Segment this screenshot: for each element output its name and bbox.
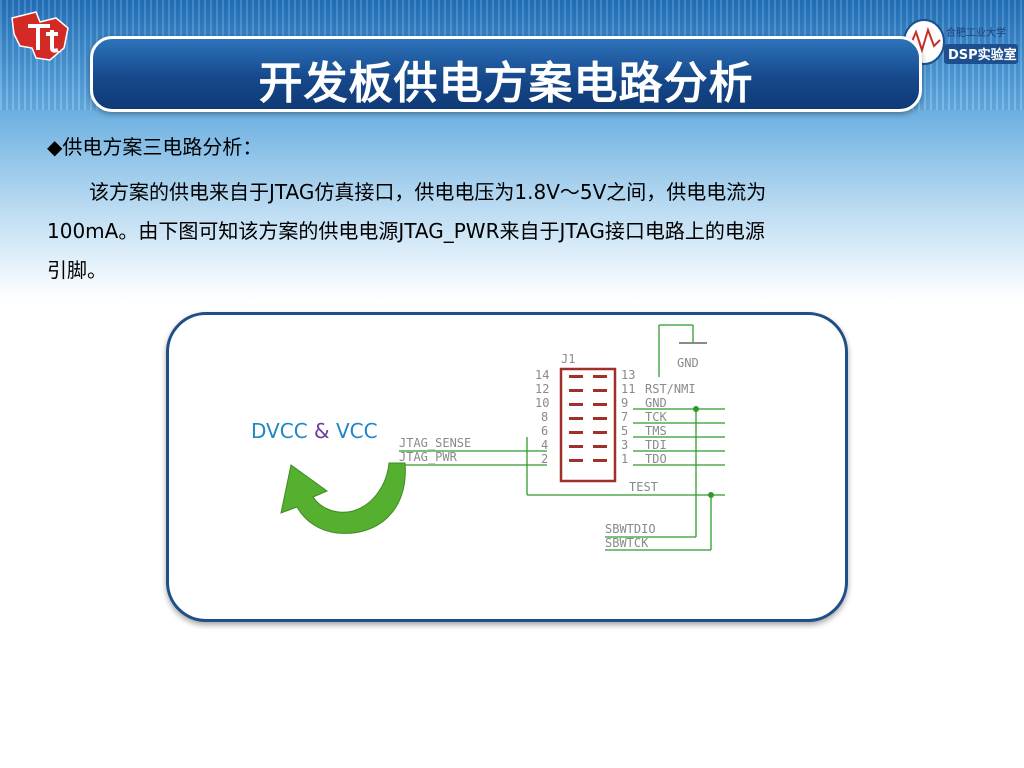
schematic-frame: J1 GND TEST SBWTDIO SBWTCK JTAG_SENSE JT…: [166, 312, 848, 622]
right-pin-num: 9: [621, 396, 628, 410]
right-signal: GND: [645, 396, 667, 410]
pin-mark: [569, 403, 583, 406]
paragraph: 该方案的供电来自于JTAG仿真接口，供电电压为1.8V～5V之间，供电电流为 1…: [47, 173, 947, 290]
right-signal: RST/NMI: [645, 382, 696, 396]
callout-amp: &: [314, 419, 330, 443]
sbw-label-1: SBWTDIO: [605, 522, 656, 536]
pin-mark: [593, 459, 607, 462]
right-signal: TMS: [645, 424, 667, 438]
jtag-schematic: J1 GND TEST SBWTDIO SBWTCK JTAG_SENSE JT…: [280, 324, 725, 551]
right-signal: TDO: [645, 452, 667, 466]
junction-dot: [693, 406, 699, 412]
title-bar: 开发板供电方案电路分析: [90, 36, 922, 112]
left-pin-num: 4: [541, 438, 548, 452]
left-pin-num: 2: [541, 452, 548, 466]
curved-arrow-icon: [280, 462, 406, 534]
right-signal: TCK: [645, 410, 667, 424]
logo-right-top-text: 合肥工业大学: [946, 26, 1006, 39]
paragraph-line-3: 引脚。: [47, 258, 107, 282]
pin-marks: [569, 375, 607, 462]
page-title: 开发板供电方案电路分析: [258, 58, 754, 109]
gnd-top-label: GND: [677, 356, 699, 370]
sbw-label-2: SBWTCK: [605, 536, 649, 550]
left-pin-num: 12: [535, 382, 549, 396]
left-pin-num: 6: [541, 424, 548, 438]
test-label: TEST: [629, 480, 658, 494]
dsp-lab-logo: 合肥工业大学 DSP实验室: [903, 19, 1018, 65]
ti-logo: [11, 11, 69, 61]
j1-connector-body: [559, 367, 617, 483]
bullet-icon: ◆: [47, 135, 63, 159]
right-pin-num: 1: [621, 452, 628, 466]
bullet-heading: ◆供电方案三电路分析：: [47, 128, 262, 167]
wires: [399, 324, 725, 551]
pin-mark: [593, 403, 607, 406]
callout-dvcc: DVCC: [251, 419, 308, 443]
left-signal-1: JTAG_SENSE: [399, 436, 471, 450]
left-pin-num: 14: [535, 368, 549, 382]
callout-vcc: VCC: [336, 419, 378, 443]
pin-mark: [569, 417, 583, 420]
connector-name: J1: [561, 352, 575, 366]
pin-mark: [593, 431, 607, 434]
paragraph-line-2: 100mA。由下图可知该方案的供电电源JTAG_PWR来自于JTAG接口电路上的…: [47, 219, 765, 243]
pin-mark: [593, 389, 607, 392]
right-pin-num: 5: [621, 424, 628, 438]
paragraph-line-1: 该方案的供电来自于JTAG仿真接口，供电电压为1.8V～5V之间，供电电流为: [89, 180, 767, 204]
pin-mark: [569, 459, 583, 462]
pin-mark: [569, 431, 583, 434]
right-pin-num: 7: [621, 410, 628, 424]
power-callout: DVCC & VCC: [251, 419, 378, 443]
right-pin-num: 3: [621, 438, 628, 452]
junction-dot: [708, 492, 714, 498]
right-pin-num: 11: [621, 382, 635, 396]
right-pin-num: 13: [621, 368, 635, 382]
logo-right-bottom-text: DSP实验室: [948, 47, 1017, 63]
left-pin-num: 10: [535, 396, 549, 410]
left-pin-num: 8: [541, 410, 548, 424]
pin-mark: [593, 445, 607, 448]
pin-mark: [569, 445, 583, 448]
right-signal: TDI: [645, 438, 667, 452]
pin-mark: [593, 417, 607, 420]
pin-mark: [569, 375, 583, 378]
left-signal-2: JTAG_PWR: [399, 450, 458, 464]
pin-mark: [569, 389, 583, 392]
pin-mark: [593, 375, 607, 378]
bullet-text: 供电方案三电路分析：: [62, 135, 263, 159]
